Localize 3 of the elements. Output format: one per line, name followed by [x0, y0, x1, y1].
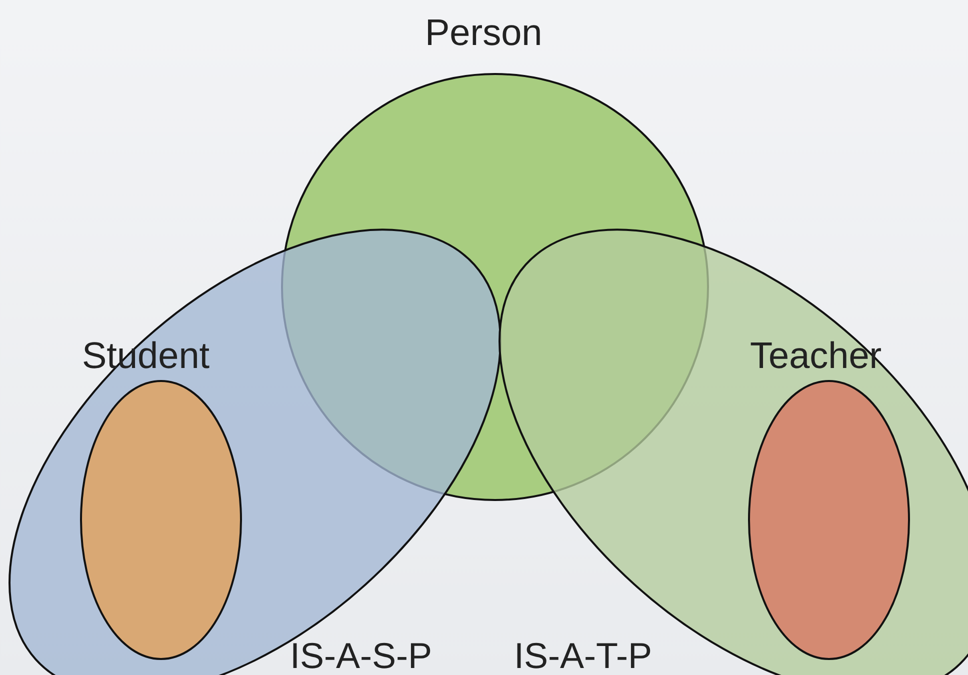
relation-label: IS-A-S-P — [290, 635, 432, 675]
relation-label: IS-A-T-P — [514, 635, 652, 675]
set-label: Person — [425, 12, 542, 54]
